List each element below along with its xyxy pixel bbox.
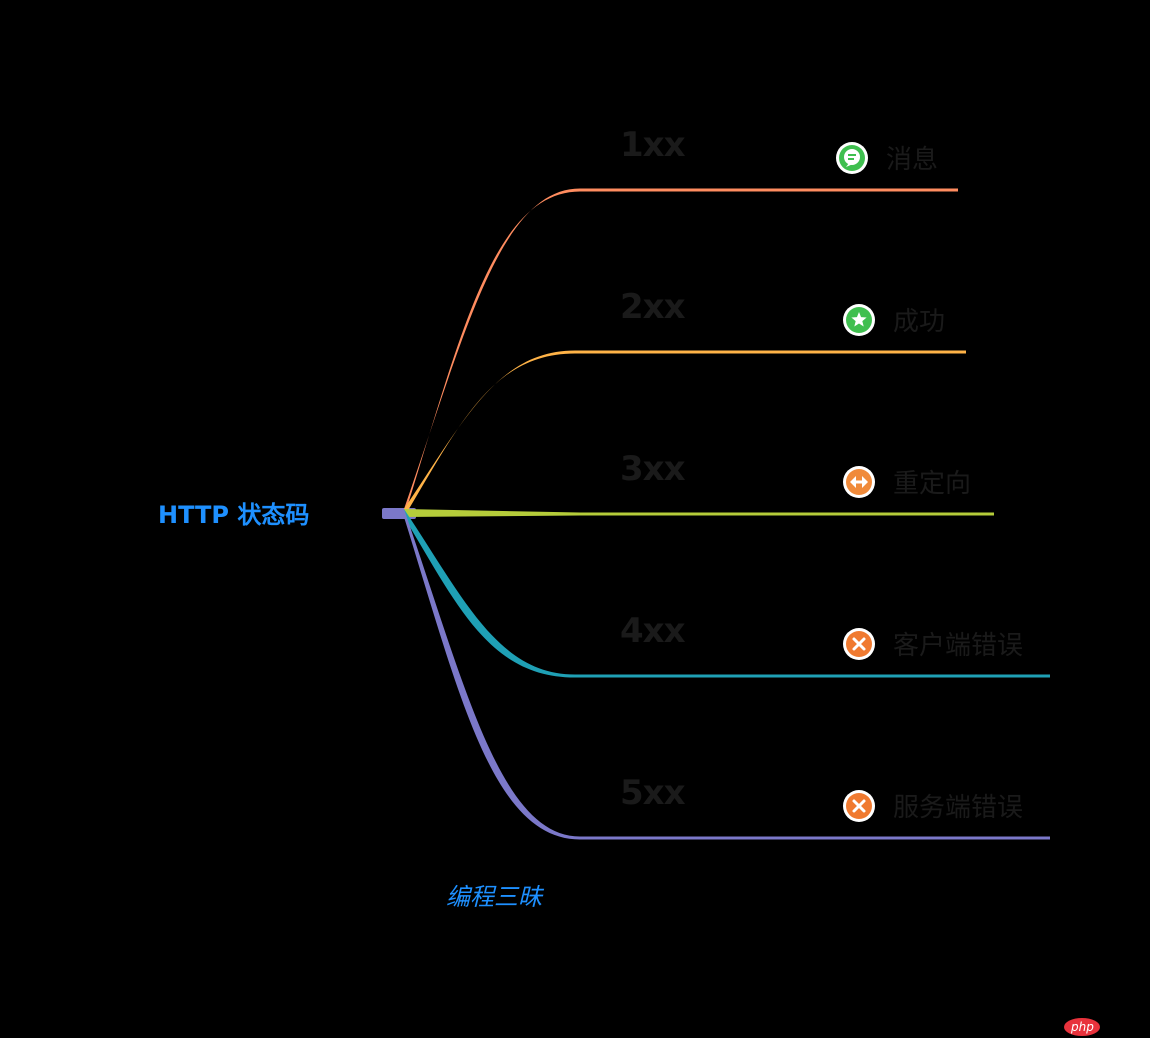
star-icon [843,304,875,336]
status-description-label: 服务端错误 [893,793,1023,823]
message-icon [836,142,868,174]
branch-3xx: 3xx 重定向 [404,449,994,517]
root-title: HTTP 状态码 [158,501,309,529]
branch-5xx: 5xx 服务端错误 [404,509,1050,840]
branch-group: 1xx 消息 2xx 成功 3xx 重定向 4xx 客户端错误 5xx 服务端错误 [404,125,1050,840]
branch-connector [404,509,580,517]
status-description-label: 重定向 [893,469,971,499]
status-code-label: 5xx [620,773,686,813]
status-code-label: 2xx [620,287,686,327]
status-code-label: 3xx [620,449,686,489]
branch-4xx: 4xx 客户端错误 [404,509,1050,678]
status-description-label: 消息 [886,145,938,175]
branch-1xx: 1xx 消息 [404,125,958,517]
watermark-text: 编程三昧 [446,883,545,911]
status-code-label: 1xx [620,125,686,165]
status-code-label: 4xx [620,611,686,651]
php-logo: php [1064,1018,1100,1036]
error-x-icon [843,628,875,660]
php-logo-text: php [1070,1020,1094,1034]
status-description-label: 成功 [893,307,945,337]
branch-connector [404,350,575,517]
status-description-label: 客户端错误 [893,631,1023,661]
error-x-icon [843,790,875,822]
branch-2xx: 2xx 成功 [404,287,966,517]
redirect-arrows-icon [843,466,875,498]
